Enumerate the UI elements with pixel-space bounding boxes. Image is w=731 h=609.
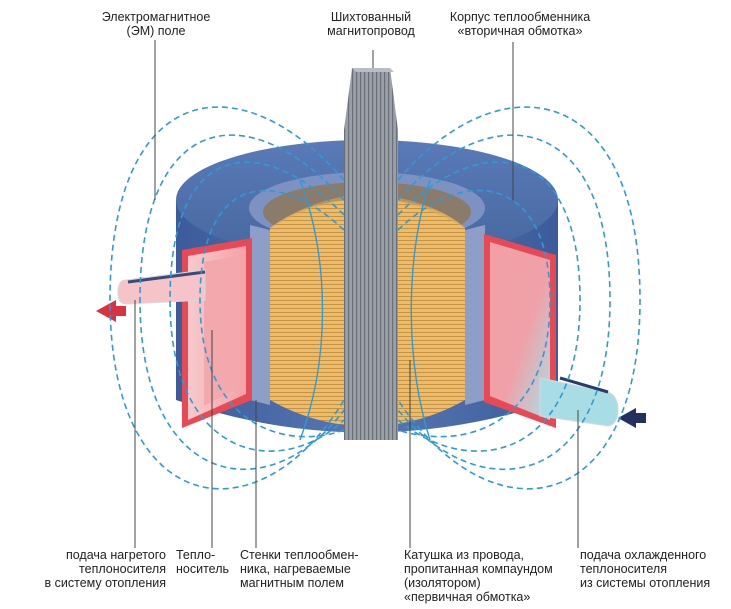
inner-wall: [250, 225, 485, 405]
coil: [270, 196, 465, 425]
leader-lines: [134, 40, 579, 548]
coil-label: Катушка из провода, пропитанная компаунд…: [404, 548, 553, 604]
housing-label: Корпус теплообменника «вторичная обмотка…: [449, 10, 591, 38]
hot-outlet-pipe: [117, 269, 206, 305]
cold-inlet-pipe: [539, 376, 619, 427]
hot-chamber: [182, 238, 252, 428]
hot-supply-label: подача нагретого теплоносителя в систему…: [44, 548, 166, 590]
cold-supply-label: подача охлажденного теплоносителя из сис…: [580, 548, 711, 590]
em-field-lines: [109, 106, 641, 490]
em-field-label: Электромагнитное (ЭМ) поле: [101, 10, 211, 38]
walls-label: Стенки теплообмен- ника, нагреваемые маг…: [240, 548, 359, 590]
coolant-label: Тепло- носитель: [176, 548, 230, 576]
em-field-traces: [299, 179, 431, 441]
core-label: Шихтованный магнитопровод: [327, 10, 415, 38]
cold-chamber: [484, 234, 556, 428]
laminated-core: [344, 68, 398, 440]
arrow-left-icon: [618, 408, 646, 428]
